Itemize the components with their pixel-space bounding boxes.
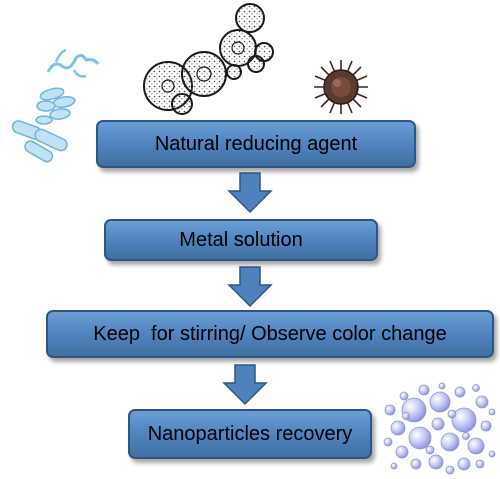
fungi-cells-icon: [143, 3, 274, 115]
down-arrow-icon: [227, 266, 273, 308]
down-arrow-icon: [222, 364, 268, 406]
down-arrow-icon: [227, 172, 273, 214]
bacteria-icon: [11, 48, 100, 163]
nanoparticles-cluster-icon: [383, 382, 496, 475]
virus-icon: [314, 60, 368, 114]
step-metal-solution: Metal solution: [104, 219, 378, 261]
step-label: Natural reducing agent: [154, 132, 358, 155]
step-label: Keep for stirring/ Observe color change: [93, 322, 447, 345]
step-nanoparticles-recovery: Nanoparticles recovery: [128, 409, 372, 459]
step-label: Nanoparticles recovery: [147, 422, 353, 445]
step-stirring-observe-color-change: Keep for stirring/ Observe color change: [46, 310, 494, 358]
step-natural-reducing-agent: Natural reducing agent: [96, 120, 416, 168]
step-label: Metal solution: [179, 228, 303, 251]
